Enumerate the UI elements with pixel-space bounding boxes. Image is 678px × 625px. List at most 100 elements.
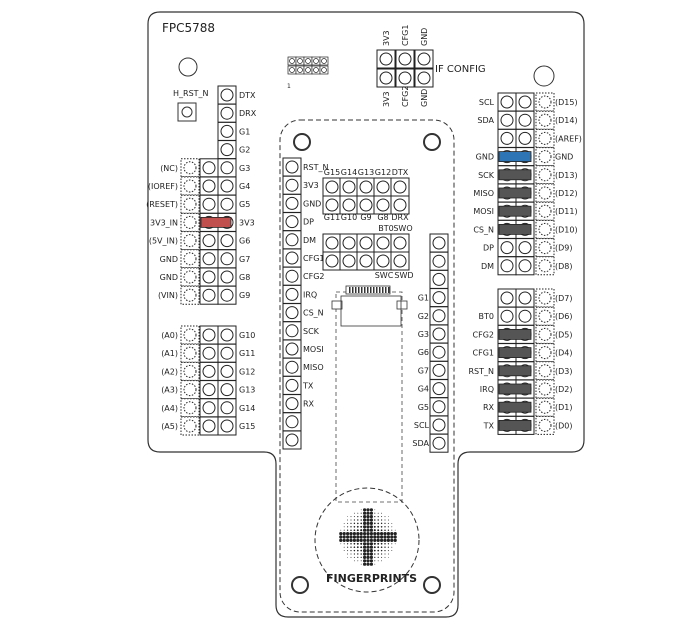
analog-mid-pin[interactable] bbox=[199, 398, 219, 418]
center-lower-pin[interactable] bbox=[373, 251, 393, 271]
center-upper-pin[interactable] bbox=[373, 195, 393, 215]
right-header-dotted-pin[interactable] bbox=[535, 324, 555, 344]
right-header-dotted-pin[interactable] bbox=[535, 92, 555, 112]
center-upper-pin[interactable] bbox=[322, 195, 342, 215]
analog-outer-pin[interactable] bbox=[180, 416, 200, 436]
analog-mid-pin[interactable] bbox=[199, 343, 219, 363]
center-upper-pin[interactable] bbox=[390, 177, 410, 197]
left-header-mid-pin[interactable] bbox=[199, 267, 219, 287]
left-header-mid-pin[interactable] bbox=[199, 231, 219, 251]
mid-right-pin[interactable] bbox=[429, 269, 449, 289]
mid-left-pin[interactable] bbox=[282, 412, 302, 432]
right-header-pin[interactable] bbox=[515, 288, 535, 308]
center-lower-pin[interactable] bbox=[339, 233, 359, 253]
left-header-inner-pin[interactable] bbox=[217, 285, 237, 305]
right-header-pin[interactable] bbox=[497, 306, 517, 326]
right-header-pin[interactable] bbox=[515, 110, 535, 130]
left-header-mid-pin[interactable] bbox=[199, 194, 219, 214]
small-header-pin[interactable] bbox=[311, 56, 321, 66]
if-config-pin-top[interactable] bbox=[376, 49, 396, 69]
mid-left-pin[interactable] bbox=[282, 321, 302, 341]
mid-left-pin[interactable] bbox=[282, 284, 302, 304]
small-header-pin[interactable] bbox=[295, 56, 305, 66]
right-header-dotted-pin[interactable] bbox=[535, 147, 555, 167]
mid-right-pin[interactable] bbox=[429, 233, 449, 253]
small-header-pin[interactable] bbox=[303, 56, 313, 66]
analog-mid-pin[interactable] bbox=[199, 416, 219, 436]
analog-inner-pin[interactable] bbox=[217, 325, 237, 345]
if-config-pin-bottom[interactable] bbox=[395, 68, 415, 88]
mid-left-pin[interactable] bbox=[282, 230, 302, 250]
right-header-dotted-pin[interactable] bbox=[535, 219, 555, 239]
right-header-dotted-pin[interactable] bbox=[535, 288, 555, 308]
right-header-dotted-pin[interactable] bbox=[535, 379, 555, 399]
center-lower-pin[interactable] bbox=[356, 251, 376, 271]
left-header-outer-pin[interactable] bbox=[180, 194, 200, 214]
right-header-pin[interactable] bbox=[497, 238, 517, 258]
left-header-outer-pin[interactable] bbox=[180, 285, 200, 305]
right-header-dotted-pin[interactable] bbox=[535, 238, 555, 258]
center-upper-pin[interactable] bbox=[339, 195, 359, 215]
mid-left-pin[interactable] bbox=[282, 157, 302, 177]
mid-left-pin[interactable] bbox=[282, 175, 302, 195]
analog-outer-pin[interactable] bbox=[180, 380, 200, 400]
left-header-inner-pin[interactable] bbox=[217, 231, 237, 251]
mid-right-pin[interactable] bbox=[429, 342, 449, 362]
mid-right-pin[interactable] bbox=[429, 306, 449, 326]
right-header-pin[interactable] bbox=[515, 306, 535, 326]
left-header-inner-pin[interactable] bbox=[217, 267, 237, 287]
mid-right-pin[interactable] bbox=[429, 251, 449, 271]
analog-inner-pin[interactable] bbox=[217, 380, 237, 400]
right-header-pin[interactable] bbox=[515, 92, 535, 112]
right-header-pin[interactable] bbox=[515, 238, 535, 258]
mid-left-pin[interactable] bbox=[282, 266, 302, 286]
right-header-pin[interactable] bbox=[497, 256, 517, 276]
center-lower-pin[interactable] bbox=[356, 233, 376, 253]
left-header-mid-pin[interactable] bbox=[199, 249, 219, 269]
left-header-inner-pin[interactable] bbox=[217, 121, 237, 141]
analog-inner-pin[interactable] bbox=[217, 398, 237, 418]
center-upper-pin[interactable] bbox=[373, 177, 393, 197]
analog-mid-pin[interactable] bbox=[199, 325, 219, 345]
right-header-dotted-pin[interactable] bbox=[535, 183, 555, 203]
left-header-mid-pin[interactable] bbox=[199, 285, 219, 305]
left-header-inner-pin[interactable] bbox=[217, 176, 237, 196]
left-header-inner-pin[interactable] bbox=[217, 85, 237, 105]
if-config-pin-top[interactable] bbox=[414, 49, 434, 69]
right-header-dotted-pin[interactable] bbox=[535, 165, 555, 185]
mid-left-pin[interactable] bbox=[282, 193, 302, 213]
left-header-inner-pin[interactable] bbox=[217, 103, 237, 123]
center-lower-pin[interactable] bbox=[390, 251, 410, 271]
small-header-pin[interactable] bbox=[287, 65, 297, 75]
mid-left-pin[interactable] bbox=[282, 357, 302, 377]
center-upper-pin[interactable] bbox=[356, 177, 376, 197]
small-header-pin[interactable] bbox=[295, 65, 305, 75]
right-header-dotted-pin[interactable] bbox=[535, 306, 555, 326]
right-header-dotted-pin[interactable] bbox=[535, 110, 555, 130]
left-header-outer-pin[interactable] bbox=[180, 249, 200, 269]
center-lower-pin[interactable] bbox=[322, 233, 342, 253]
analog-inner-pin[interactable] bbox=[217, 416, 237, 436]
analog-outer-pin[interactable] bbox=[180, 343, 200, 363]
right-header-dotted-pin[interactable] bbox=[535, 201, 555, 221]
mid-right-pin[interactable] bbox=[429, 360, 449, 380]
right-header-pin[interactable] bbox=[515, 128, 535, 148]
analog-outer-pin[interactable] bbox=[180, 361, 200, 381]
analog-mid-pin[interactable] bbox=[199, 361, 219, 381]
mid-left-pin[interactable] bbox=[282, 303, 302, 323]
left-header-mid-pin[interactable] bbox=[199, 176, 219, 196]
mid-right-pin[interactable] bbox=[429, 379, 449, 399]
left-header-outer-pin[interactable] bbox=[180, 212, 200, 232]
left-header-mid-pin[interactable] bbox=[199, 158, 219, 178]
center-upper-pin[interactable] bbox=[356, 195, 376, 215]
mid-right-pin[interactable] bbox=[429, 433, 449, 453]
center-lower-pin[interactable] bbox=[322, 251, 342, 271]
analog-inner-pin[interactable] bbox=[217, 343, 237, 363]
right-header-pin[interactable] bbox=[497, 128, 517, 148]
if-config-pin-bottom[interactable] bbox=[376, 68, 396, 88]
right-header-pin[interactable] bbox=[515, 256, 535, 276]
center-upper-pin[interactable] bbox=[339, 177, 359, 197]
right-header-dotted-pin[interactable] bbox=[535, 256, 555, 276]
right-header-dotted-pin[interactable] bbox=[535, 128, 555, 148]
right-header-pin[interactable] bbox=[497, 288, 517, 308]
